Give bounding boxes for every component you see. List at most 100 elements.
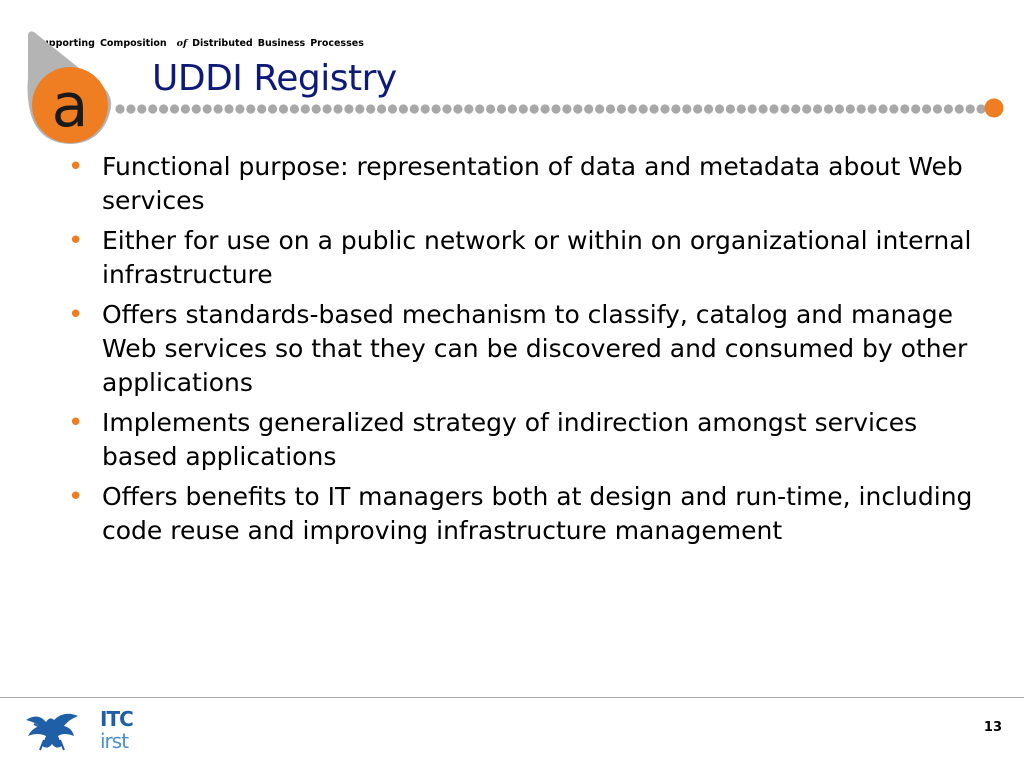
divider-dot bbox=[322, 104, 332, 114]
divider-dot bbox=[780, 104, 790, 114]
divider-dot bbox=[289, 104, 299, 114]
divider-dot bbox=[954, 104, 964, 114]
divider-dot bbox=[224, 104, 234, 114]
divider-dot bbox=[605, 104, 616, 114]
divider-dot bbox=[387, 104, 398, 114]
divider-dot bbox=[682, 104, 692, 114]
divider-dot bbox=[486, 104, 496, 114]
bullet-text: Functional purpose: representation of da… bbox=[102, 152, 963, 215]
divider-dot bbox=[180, 104, 190, 114]
divider-dot bbox=[137, 104, 147, 114]
logo-text-itc: ITC bbox=[100, 707, 134, 731]
divider-dot bbox=[268, 104, 278, 114]
divider-dot bbox=[213, 104, 223, 114]
divider-dot bbox=[813, 104, 823, 114]
bullet-item: • Either for use on a public network or … bbox=[66, 224, 986, 292]
divider-dot bbox=[496, 104, 507, 114]
divider-dot bbox=[377, 104, 387, 114]
divider-dot bbox=[965, 104, 975, 114]
divider-dot bbox=[540, 104, 550, 114]
divider-dot bbox=[518, 104, 528, 114]
logo-letter: a bbox=[52, 71, 89, 141]
divider-dot bbox=[769, 104, 779, 114]
divider-dot bbox=[638, 104, 648, 114]
divider-dot bbox=[845, 104, 855, 114]
divider-dot bbox=[126, 104, 136, 114]
project-logo-icon: a bbox=[27, 31, 112, 144]
divider-dot bbox=[257, 104, 267, 114]
itc-irst-logo: ITC irst bbox=[24, 706, 134, 754]
tagline-word-distributed: Distributed bbox=[192, 37, 253, 49]
divider-dot bbox=[453, 104, 463, 114]
divider-dot bbox=[758, 104, 768, 114]
bullet-marker-icon: • bbox=[68, 482, 84, 512]
divider-dot bbox=[616, 104, 626, 114]
divider-dot bbox=[823, 104, 834, 114]
divider-dot bbox=[551, 104, 561, 114]
divider-dot bbox=[693, 104, 703, 114]
eagle-icon bbox=[26, 713, 78, 751]
divider-dot bbox=[932, 104, 943, 114]
divider-dot bbox=[409, 104, 419, 114]
divider-dot bbox=[235, 104, 245, 114]
divider-dot bbox=[311, 104, 321, 114]
divider-dot bbox=[976, 104, 986, 114]
divider-dot bbox=[420, 104, 430, 114]
tagline-word-of: of bbox=[176, 37, 188, 49]
divider-dot bbox=[159, 104, 169, 114]
tagline-word-business: Business bbox=[257, 37, 306, 49]
divider-dot bbox=[573, 104, 583, 114]
tagline-word-composition: Composition bbox=[99, 37, 167, 49]
divider-dot bbox=[355, 104, 365, 114]
bullet-text: Either for use on a public network or wi… bbox=[102, 226, 972, 289]
divider-dot bbox=[671, 104, 681, 114]
bullet-item: • Offers benefits to IT managers both at… bbox=[66, 480, 986, 548]
divider-dot bbox=[191, 104, 201, 114]
bullet-text: Implements generalized strategy of indir… bbox=[102, 408, 918, 471]
divider-dot bbox=[834, 104, 845, 114]
divider-dot bbox=[943, 104, 954, 114]
divider-dot bbox=[922, 104, 932, 114]
page-number: 13 bbox=[983, 720, 1002, 735]
divider-dot bbox=[889, 104, 899, 114]
bullet-item: • Implements generalized strategy of ind… bbox=[66, 406, 986, 474]
divider-dot bbox=[202, 104, 212, 114]
tagline-word-supporting: upporting bbox=[42, 37, 95, 49]
bullet-list: • Functional purpose: representation of … bbox=[66, 150, 986, 554]
bullet-marker-icon: • bbox=[68, 226, 84, 256]
divider-dot bbox=[529, 104, 539, 114]
footer-divider bbox=[0, 697, 1024, 698]
divider-end-dot bbox=[984, 98, 1004, 118]
divider-dot bbox=[704, 104, 714, 114]
divider-dot bbox=[562, 104, 572, 114]
divider-dot bbox=[878, 104, 888, 114]
divider-dot bbox=[627, 104, 637, 114]
divider-dot bbox=[398, 104, 408, 114]
divider-dot bbox=[791, 104, 801, 114]
divider-dot bbox=[595, 104, 605, 114]
logo-text-irst: irst bbox=[100, 729, 129, 753]
divider-dot bbox=[366, 104, 376, 114]
divider-dot bbox=[736, 104, 746, 114]
divider-dot bbox=[747, 104, 757, 114]
divider-dot bbox=[856, 104, 866, 114]
divider-dot bbox=[802, 104, 812, 114]
divider-dot bbox=[333, 104, 343, 114]
divider-dot bbox=[344, 104, 354, 114]
divider-dot bbox=[115, 104, 125, 114]
divider-dot bbox=[300, 104, 310, 114]
bullet-item: • Functional purpose: representation of … bbox=[66, 150, 986, 218]
divider-dot bbox=[725, 104, 736, 114]
bullet-item: • Offers standards-based mechanism to cl… bbox=[66, 298, 986, 400]
divider-dot bbox=[507, 104, 517, 114]
divider-dot bbox=[169, 104, 180, 114]
bullet-text: Offers standards-based mechanism to clas… bbox=[102, 300, 968, 397]
divider-dot bbox=[148, 104, 158, 114]
bullet-marker-icon: • bbox=[68, 300, 84, 330]
divider-dot bbox=[431, 104, 441, 114]
divider-dot bbox=[867, 104, 877, 114]
divider-dot bbox=[475, 104, 485, 114]
divider-dot bbox=[911, 104, 921, 114]
slide-title: UDDI Registry bbox=[152, 58, 397, 99]
divider-dot bbox=[246, 104, 256, 114]
